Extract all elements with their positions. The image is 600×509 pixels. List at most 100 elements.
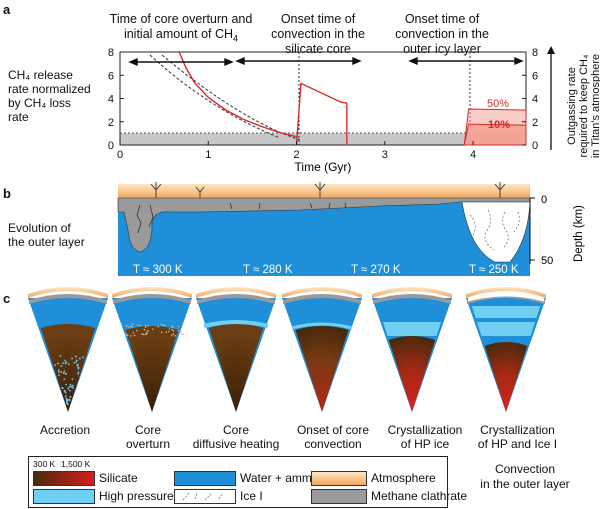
overturn-speck	[148, 325, 150, 327]
overturn-speck	[164, 324, 166, 326]
accretion-speck	[77, 364, 79, 366]
accretion-speck	[66, 400, 68, 402]
legend-silicate: Silicate	[99, 471, 138, 485]
overturn-speck	[162, 324, 164, 326]
legend-ice-i: Ice I	[240, 489, 263, 503]
accretion-speck	[70, 396, 72, 398]
overturn-speck	[166, 331, 168, 333]
overturn-speck	[130, 325, 132, 327]
legend-temp-low: 300 K	[33, 459, 55, 469]
accretion-speck	[68, 363, 70, 365]
accretion-speck	[65, 395, 67, 397]
clathrate-swatch	[311, 489, 367, 504]
overturn-speck	[134, 335, 136, 337]
accretion-speck	[63, 378, 65, 380]
wedge-core-3	[296, 326, 349, 412]
accretion-speck	[71, 358, 73, 360]
accretion-speck	[79, 358, 81, 360]
silicate-swatch	[33, 471, 95, 486]
accretion-speck	[54, 364, 56, 366]
wedge-core-4	[389, 336, 435, 412]
accretion-speck	[82, 357, 84, 359]
overturn-speck	[152, 328, 154, 330]
accretion-speck	[65, 392, 67, 394]
accretion-speck	[58, 369, 60, 371]
hp-ice-swatch	[33, 489, 95, 504]
overturn-speck	[120, 323, 122, 325]
overturn-speck	[132, 323, 134, 325]
overturn-speck	[173, 330, 175, 332]
overturn-speck	[125, 334, 127, 336]
accretion-speck	[75, 361, 77, 363]
accretion-speck	[75, 356, 77, 358]
stage-label-diffusive: Core diffusive heating	[186, 423, 286, 451]
overturn-speck	[182, 324, 184, 326]
accretion-speck	[73, 362, 75, 364]
accretion-speck	[68, 386, 70, 388]
overturn-speck	[127, 335, 129, 337]
accretion-speck	[72, 387, 74, 389]
overturn-speck	[145, 334, 147, 336]
accretion-speck	[65, 373, 67, 375]
overturn-speck	[136, 330, 138, 332]
wedge-core-2	[209, 324, 263, 412]
accretion-speck	[70, 384, 72, 386]
stage-label-accretion: Accretion	[20, 423, 110, 437]
overturn-speck	[132, 332, 134, 334]
overturn-speck	[161, 332, 163, 334]
accretion-speck	[65, 384, 67, 386]
overturn-speck	[174, 335, 176, 337]
overturn-speck	[169, 328, 171, 330]
overturn-speck	[130, 335, 132, 337]
overturn-speck	[143, 334, 145, 336]
accretion-speck	[67, 388, 69, 390]
accretion-speck	[62, 387, 64, 389]
overturn-speck	[144, 329, 146, 331]
accretion-speck	[72, 378, 74, 380]
overturn-speck	[178, 330, 180, 332]
legend-clathrate: Methane clathrate	[371, 489, 467, 503]
atmosphere-swatch	[311, 471, 367, 486]
accretion-speck	[60, 365, 62, 367]
overturn-speck	[121, 325, 123, 327]
accretion-speck	[69, 390, 71, 392]
overturn-speck	[157, 326, 159, 328]
overturn-speck	[146, 333, 148, 335]
accretion-speck	[58, 374, 60, 376]
overturn-speck	[147, 330, 149, 332]
accretion-speck	[78, 371, 80, 373]
accretion-speck	[67, 399, 69, 401]
stage-label-core-convection: Onset of core convection	[283, 423, 383, 451]
stage-label-overturn: Core overturn	[103, 423, 193, 451]
overturn-speck	[171, 335, 173, 337]
convection-note: Convection in the outer layer	[455, 462, 595, 492]
overturn-speck	[172, 329, 174, 331]
accretion-speck	[65, 363, 67, 365]
accretion-speck	[63, 372, 65, 374]
accretion-speck	[78, 368, 80, 370]
accretion-speck	[65, 398, 67, 400]
overturn-speck	[139, 325, 141, 327]
legend-box: 300 K 1,500 K Silicate High pressure ice…	[28, 456, 448, 508]
overturn-speck	[137, 324, 139, 326]
overturn-speck	[168, 331, 170, 333]
overturn-speck	[172, 327, 174, 329]
accretion-speck	[64, 360, 66, 362]
wedge-core-5	[485, 342, 528, 412]
wedge-core-0	[41, 324, 95, 412]
accretion-speck	[64, 390, 66, 392]
accretion-speck	[60, 355, 62, 357]
overturn-speck	[145, 326, 147, 328]
overturn-speck	[128, 326, 130, 328]
legend-temp-high: 1,500 K	[61, 459, 90, 469]
overturn-speck	[126, 325, 128, 327]
overturn-speck	[180, 331, 182, 333]
accretion-speck	[62, 362, 64, 364]
accretion-speck	[58, 371, 60, 373]
ice-i-swatch	[174, 489, 236, 504]
wedge-hp-ice-upper-5	[472, 306, 540, 318]
overturn-speck	[125, 333, 127, 335]
overturn-speck	[141, 333, 143, 335]
wedge-core-1	[126, 326, 179, 412]
accretion-speck	[57, 363, 59, 365]
